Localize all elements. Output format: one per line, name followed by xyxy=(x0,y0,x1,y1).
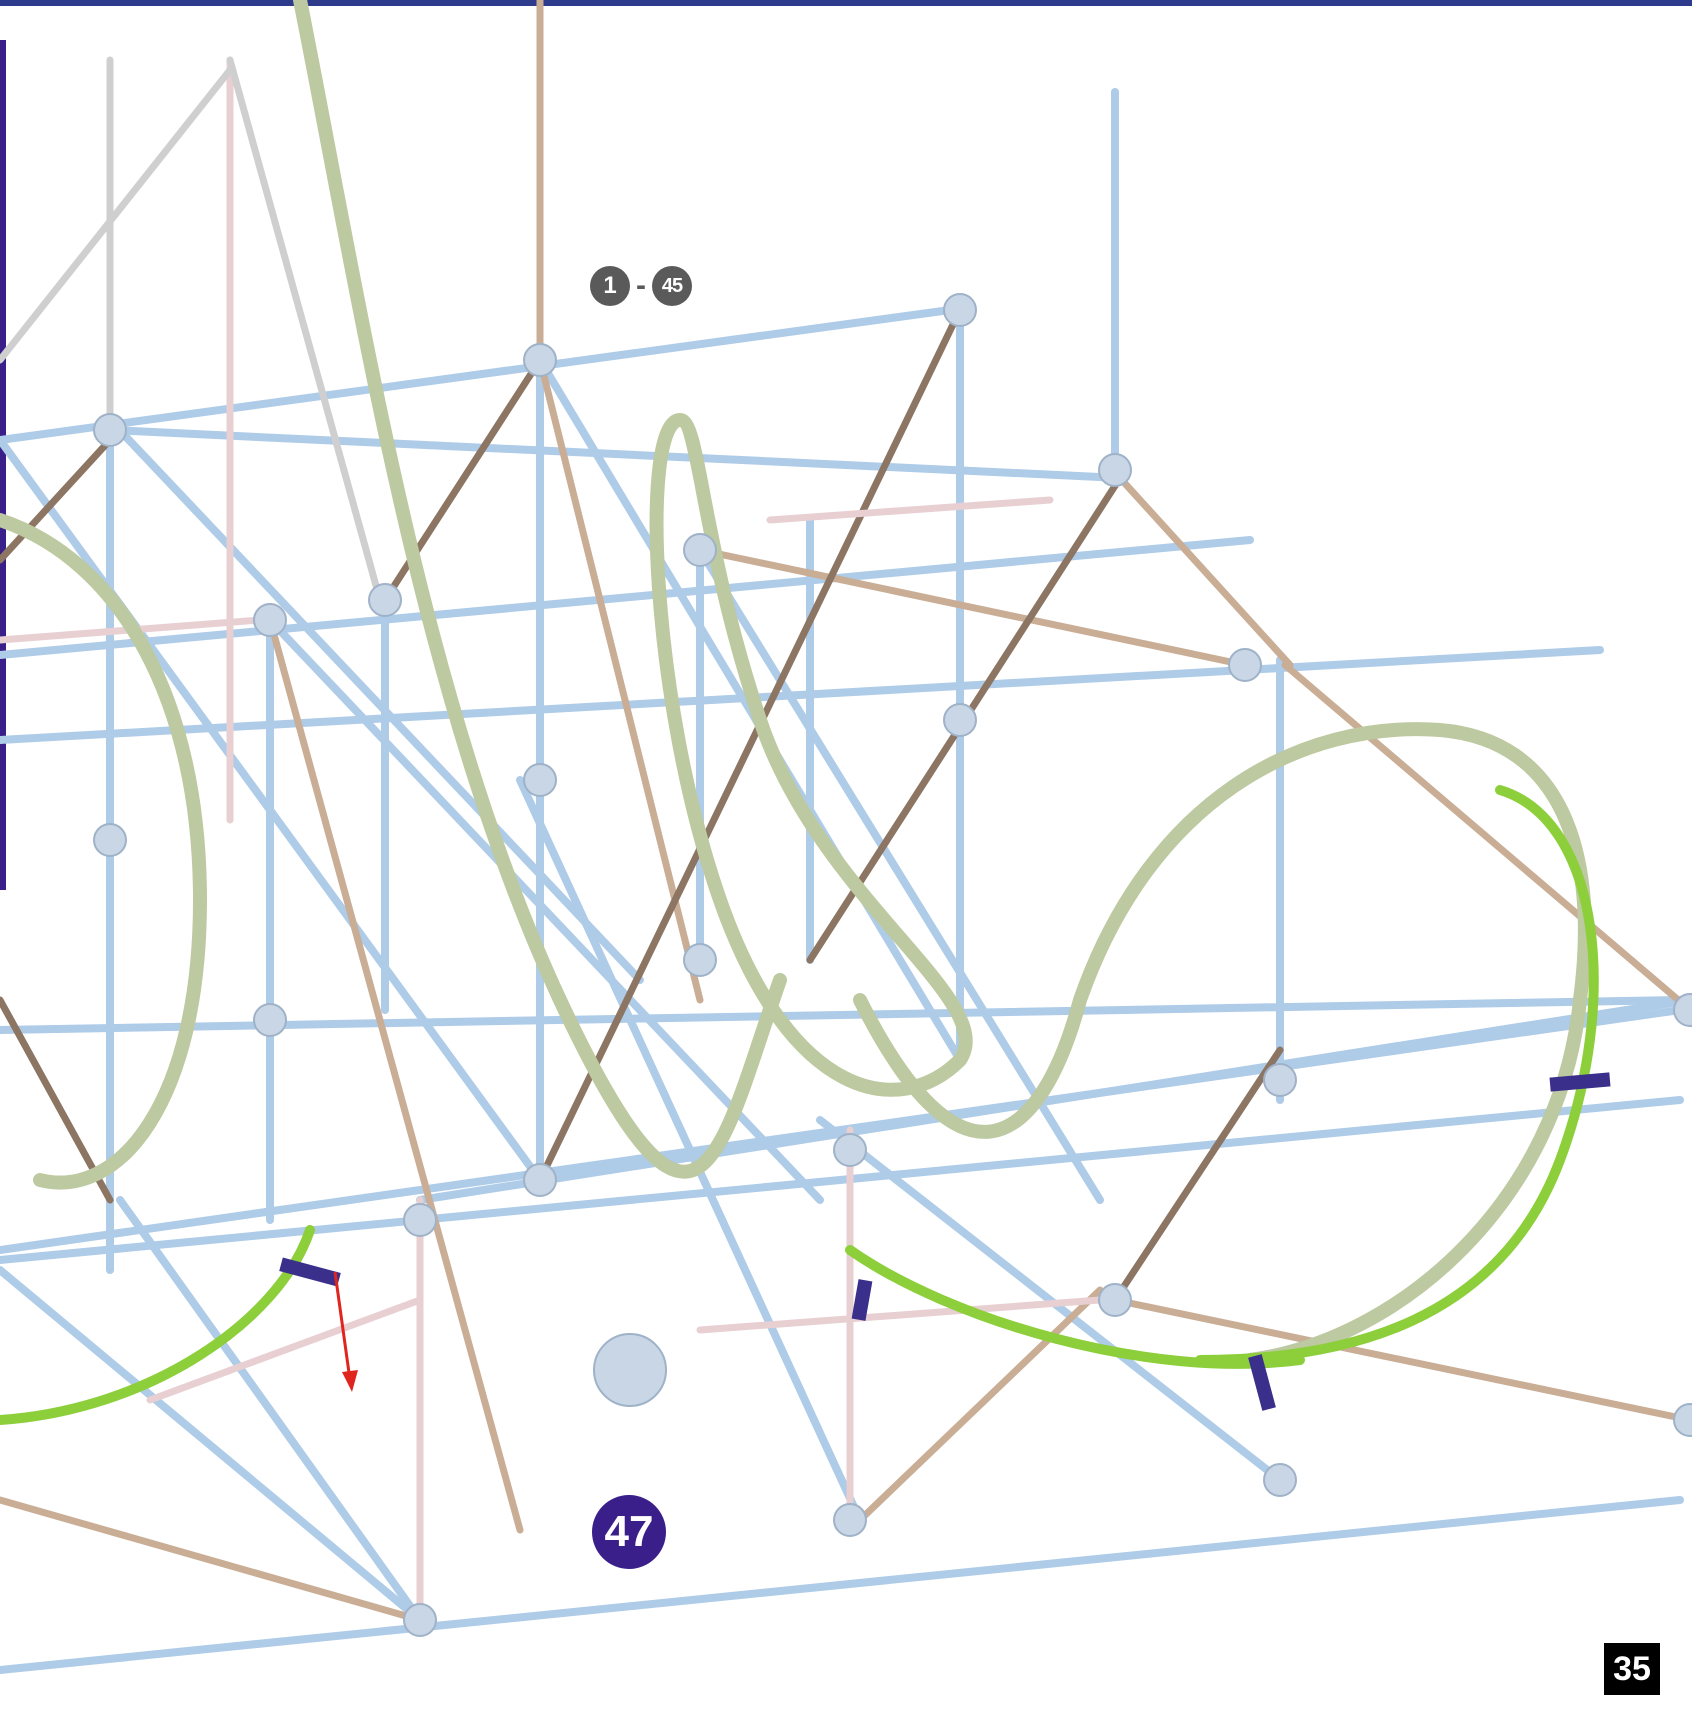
range-end-badge: 45 xyxy=(652,266,692,306)
range-separator: - xyxy=(636,269,646,302)
frame-rod xyxy=(0,1266,424,1624)
frame-rod xyxy=(1111,1046,1284,1304)
frame-rod xyxy=(0,996,114,1204)
frame-rod xyxy=(1281,661,1692,1014)
page-number: 35 xyxy=(1604,1643,1660,1695)
frame-rod xyxy=(416,996,1692,1204)
connector-hub xyxy=(403,1603,437,1637)
dark-connector-part xyxy=(1248,1354,1276,1411)
connector-hub xyxy=(253,603,287,637)
connector-hub xyxy=(93,823,127,857)
connector-hub xyxy=(1098,1283,1132,1317)
frame-rod xyxy=(116,1196,424,1624)
frame-rod xyxy=(0,1096,1684,1264)
dark-connector-part xyxy=(1549,1072,1611,1092)
track-large-loop xyxy=(853,722,1592,1367)
connector-hub xyxy=(833,1503,867,1537)
frame-rod xyxy=(0,996,1684,1034)
new-track-curve-bottom xyxy=(845,1245,1305,1369)
frame-rod xyxy=(536,356,704,1004)
frame-rod xyxy=(696,1296,1104,1334)
connector-hub xyxy=(943,293,977,327)
frame-rod xyxy=(696,546,1104,1204)
frame-rod xyxy=(266,616,524,1534)
range-start-badge: 1 xyxy=(590,266,630,306)
connector-hub xyxy=(403,1203,437,1237)
frame-rod xyxy=(0,1496,1684,1674)
connector-hub xyxy=(943,703,977,737)
dark-connector-part xyxy=(851,1279,873,1321)
track-left-loop xyxy=(0,513,208,1190)
frame-rod xyxy=(0,536,1254,659)
frame-rod xyxy=(106,426,1124,482)
frame-rod xyxy=(0,436,544,1184)
connector-hub xyxy=(523,343,557,377)
track-pieces xyxy=(0,0,1599,1425)
frame-rod xyxy=(106,416,644,984)
connector-hub xyxy=(683,533,717,567)
connector-hub xyxy=(1263,1063,1297,1097)
connector-hub xyxy=(523,763,557,797)
connector-hub xyxy=(1228,648,1262,682)
left-edge-bar xyxy=(0,40,6,890)
placement-arrow xyxy=(333,1271,352,1381)
frame-rod xyxy=(856,1286,1104,1524)
connector-hub xyxy=(833,1133,867,1167)
connector-hub xyxy=(1098,453,1132,487)
connector-hub xyxy=(523,1163,557,1197)
connector-hub xyxy=(1673,1403,1692,1437)
frame-rod xyxy=(1111,1296,1692,1424)
frame-rod xyxy=(266,616,824,1204)
frame-rod xyxy=(696,546,1249,669)
frame-rod xyxy=(766,496,1054,524)
connector-hub xyxy=(368,583,402,617)
connector-hub xyxy=(683,943,717,977)
placement-arrow-head xyxy=(342,1370,358,1392)
frame-rod xyxy=(0,436,114,564)
step-number-badge: 47 xyxy=(592,1495,666,1569)
connector-hub xyxy=(1263,1463,1297,1497)
frame-rod xyxy=(146,1296,424,1404)
frame-rod xyxy=(536,306,964,1184)
frame-rod xyxy=(1116,474,1294,669)
connector-hub xyxy=(93,413,127,447)
track-lift-hill xyxy=(293,0,787,1179)
dark-connector-part xyxy=(279,1257,341,1287)
frame-rod xyxy=(0,66,234,364)
new-track-curve-right xyxy=(1195,785,1599,1365)
highlighted-parts xyxy=(279,1072,1611,1411)
top-rule xyxy=(0,0,1692,6)
frame-rods xyxy=(0,0,1692,1674)
frame-rod xyxy=(0,1496,424,1624)
placement-arrows xyxy=(333,1271,358,1392)
connector-hub xyxy=(1673,993,1692,1027)
connector-hub xyxy=(253,1003,287,1037)
track-small-loop xyxy=(649,413,973,1097)
frame-rod xyxy=(226,56,384,604)
frame-rod xyxy=(816,1116,1284,1484)
white-connector-hub xyxy=(593,1333,667,1407)
previous-steps-range: 1 - 45 xyxy=(590,266,692,306)
frame-rod xyxy=(516,776,864,1524)
connector-hubs xyxy=(93,293,1692,1637)
frame-rod xyxy=(0,306,954,444)
